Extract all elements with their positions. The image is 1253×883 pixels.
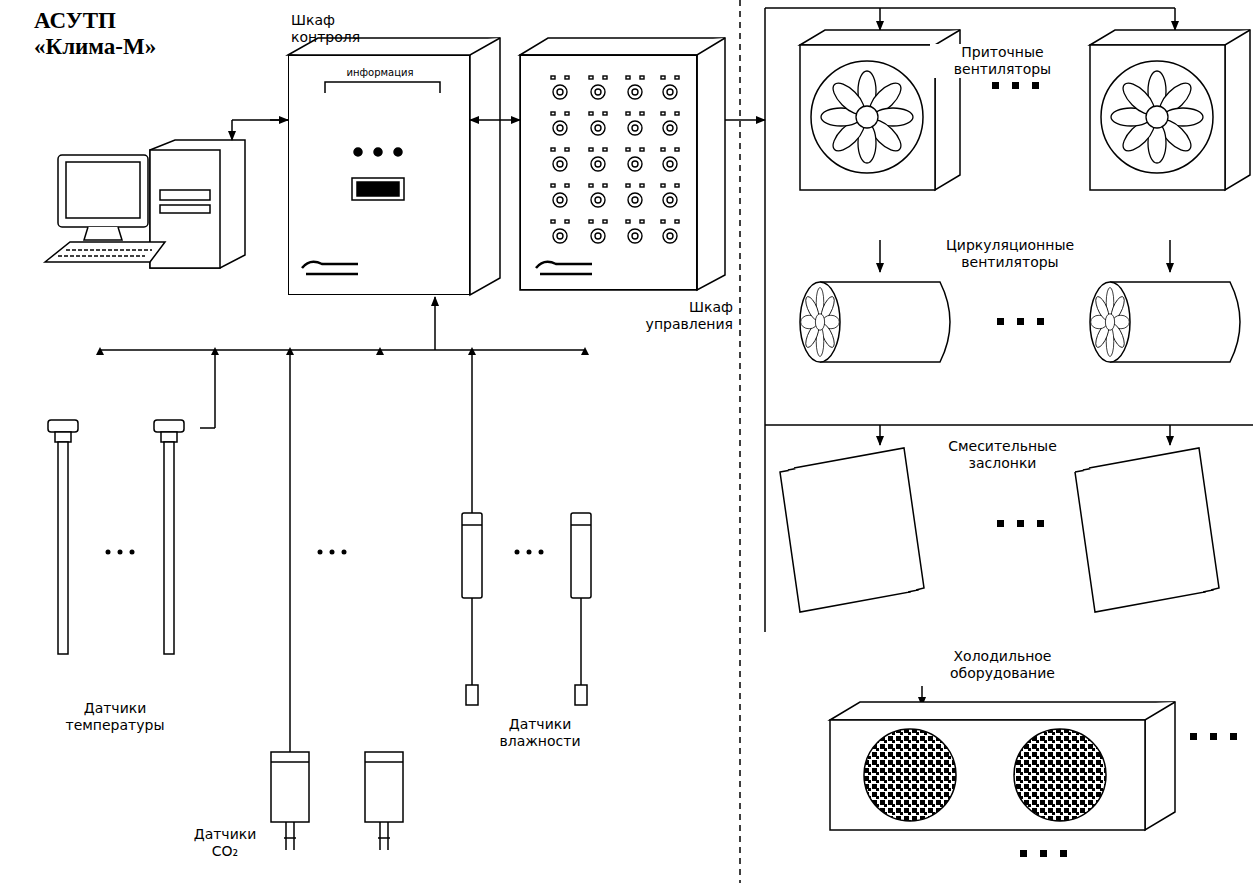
cabinet-box: Шкаф контроляинформация [288,55,470,295]
equipment-label: Приточные вентиляторы [930,44,1075,78]
equipment-label: Холодильное оборудование [930,648,1075,682]
equipment-label: Смесительные заслонки [930,438,1075,472]
sensor-label: Датчики влажности [485,716,595,750]
diagram-title: АСУТП «Клима-М» [34,8,174,61]
cabinet-name: Шкаф контроля [291,12,381,46]
sensor-label: Датчики CO₂ [180,826,270,860]
cabinet-name: Шкаф управления [618,299,733,333]
cabinet-box: Шкаф управления [520,55,697,290]
panel-caption: информация [319,67,441,79]
sensor-label: Датчики температуры [50,700,180,734]
equipment-label: Циркуляционные вентиляторы [930,237,1090,271]
data-link [470,119,520,121]
